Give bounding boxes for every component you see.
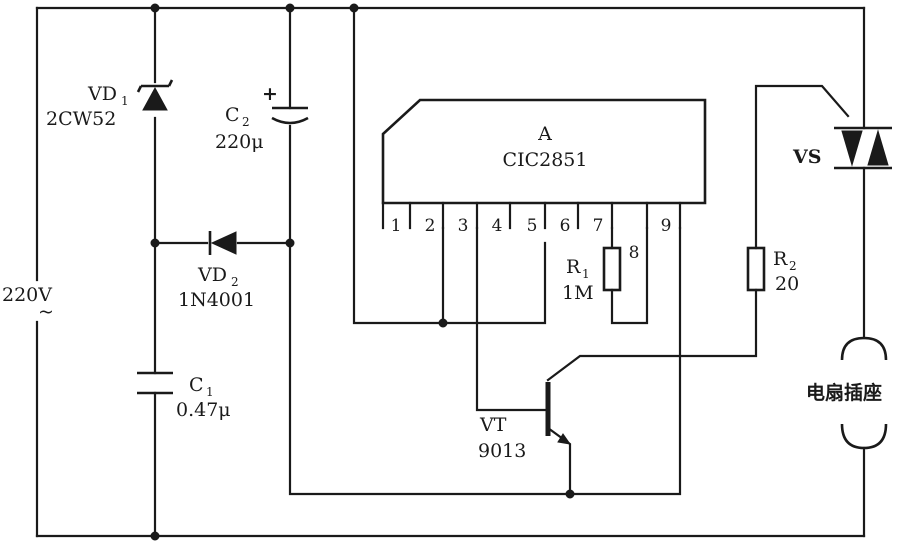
ic-pin-leads: [381, 201, 682, 230]
junction-dot: [150, 238, 160, 248]
c2-name: C: [225, 104, 240, 126]
r1-pin8-wire: [610, 226, 649, 325]
c1-value: 0.47μ: [176, 399, 231, 421]
wires: [35, 6, 866, 538]
vd1-part: 2CW52: [46, 108, 116, 130]
ic-pin-number: 3: [458, 216, 469, 236]
r2-gate-wire: [754, 84, 850, 250]
diode-icon: [210, 231, 237, 255]
junction-dot: [150, 531, 160, 541]
c1-name: C: [189, 374, 204, 396]
resistor-body: [602, 246, 622, 292]
ic-pin-number: 4: [492, 216, 503, 236]
r1-name: R: [566, 256, 581, 278]
ic-chip: A CIC2851 1 2 3 4 5 6 7 8 9: [381, 98, 707, 263]
junction-dot: [285, 238, 295, 248]
r2-value: 20: [775, 273, 799, 295]
r1-value: 1M: [562, 282, 594, 304]
r2-name: R: [773, 248, 788, 270]
vs-triac: VS: [792, 126, 892, 170]
vd1-zener-diode: VD 1 2CW52: [46, 79, 174, 130]
pin3-base-wire: [475, 226, 550, 412]
r1-subscript: 1: [582, 267, 590, 281]
ic-pin-number: 9: [661, 216, 672, 236]
c2-capacitor: + C 2 220μ: [215, 83, 309, 153]
vt-transistor: VT 9013: [478, 382, 572, 462]
vd1-name: VD: [87, 83, 117, 105]
ic-pin-number: 7: [593, 216, 604, 236]
r2-subscript: 2: [789, 259, 797, 273]
resistor-body: [746, 246, 766, 292]
zener-diode-icon: [142, 86, 168, 111]
c1-subscript: 1: [206, 385, 214, 399]
vs-name: VS: [792, 146, 821, 168]
vt-part: 9013: [478, 440, 526, 462]
ic-pin-number: 5: [527, 216, 538, 236]
triac-bars: [834, 126, 892, 170]
c2-polarity: +: [262, 83, 278, 105]
ic-pin-number: 8: [629, 243, 640, 263]
ic-part: CIC2851: [503, 149, 588, 171]
junction-dot: [150, 3, 160, 13]
r1-resistor: R 1 1M: [562, 246, 622, 304]
c1-capacitor: C 1 0.47μ: [137, 371, 231, 421]
ic-pin-numbers: 1 2 3 4 5 6 7 8 9: [391, 216, 672, 263]
ic-pin-number: 1: [391, 216, 402, 236]
junction-dot: [349, 3, 359, 13]
c2-value: 220μ: [215, 131, 264, 153]
triac-icon: [867, 129, 889, 166]
vd2-diode: VD 2 1N4001: [178, 231, 255, 311]
ic-pin-number: 6: [560, 216, 571, 236]
vd1-subscript: 1: [121, 94, 129, 108]
r2-resistor: R 2 20: [746, 246, 799, 295]
vd2-subscript: 2: [231, 275, 239, 289]
supply-voltage: 220V: [2, 284, 52, 306]
socket-upper-contact-icon: [840, 336, 888, 361]
vt-collector-r2-wire: [546, 288, 758, 382]
supply-label: 220V ~: [2, 284, 54, 323]
junction-dot: [285, 3, 295, 13]
vt-name: VT: [479, 414, 507, 436]
vd2-part: 1N4001: [178, 289, 255, 311]
vd2-name: VD: [197, 264, 227, 286]
c2-subscript: 2: [242, 115, 250, 129]
pin5-wire: [352, 6, 547, 325]
ic-pin-number: 2: [425, 216, 436, 236]
capacitor-curved-plate: [271, 116, 309, 125]
fan-socket: 电扇插座: [806, 336, 888, 450]
socket-lower-contact-icon: [840, 423, 888, 450]
junction-dot: [565, 489, 575, 499]
c2-ground-wire: [288, 124, 682, 496]
capacitor-plates: [137, 371, 173, 395]
vt-emitter-wire: [546, 426, 572, 496]
socket-label: 电扇插座: [806, 381, 882, 404]
supply-ac-symbol: ~: [38, 301, 54, 323]
svg-text:VD: VD: [87, 83, 117, 105]
junction-dot: [438, 318, 448, 328]
junction-dots: [150, 3, 575, 541]
triac-icon: [841, 130, 863, 167]
ic-ref: A: [537, 123, 552, 145]
transistor-emitter-arrow-icon: [557, 433, 572, 445]
